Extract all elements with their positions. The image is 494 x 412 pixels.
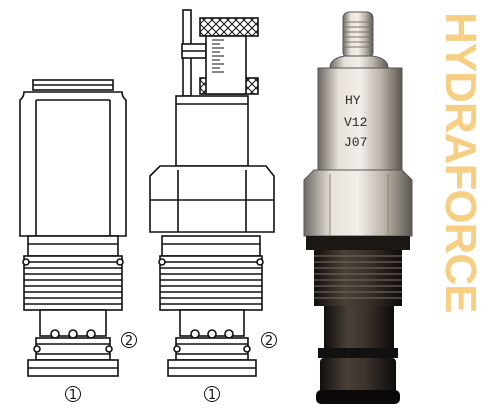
svg-text:V12: V12 <box>344 115 367 130</box>
port-2-marker-a: 2 <box>121 332 137 349</box>
svg-text:2: 2 <box>125 334 133 349</box>
cartridge-drawing-a <box>19 79 127 377</box>
svg-text:HY: HY <box>345 93 361 108</box>
port-1-marker-b: 1 <box>204 386 220 403</box>
port-1-marker-a: 1 <box>65 386 81 403</box>
cartridge-drawing-b <box>149 9 275 377</box>
svg-text:1: 1 <box>208 388 216 403</box>
svg-text:2: 2 <box>265 334 273 349</box>
hydraforce-watermark: HYDRAFORCE <box>436 12 485 312</box>
port-2-marker-b: 2 <box>261 332 277 349</box>
svg-text:1: 1 <box>69 388 77 403</box>
svg-text:HYDRAFORCE: HYDRAFORCE <box>436 12 485 312</box>
svg-text:J07: J07 <box>344 135 367 150</box>
cartridge-photo: HY V12 J07 <box>303 11 413 404</box>
